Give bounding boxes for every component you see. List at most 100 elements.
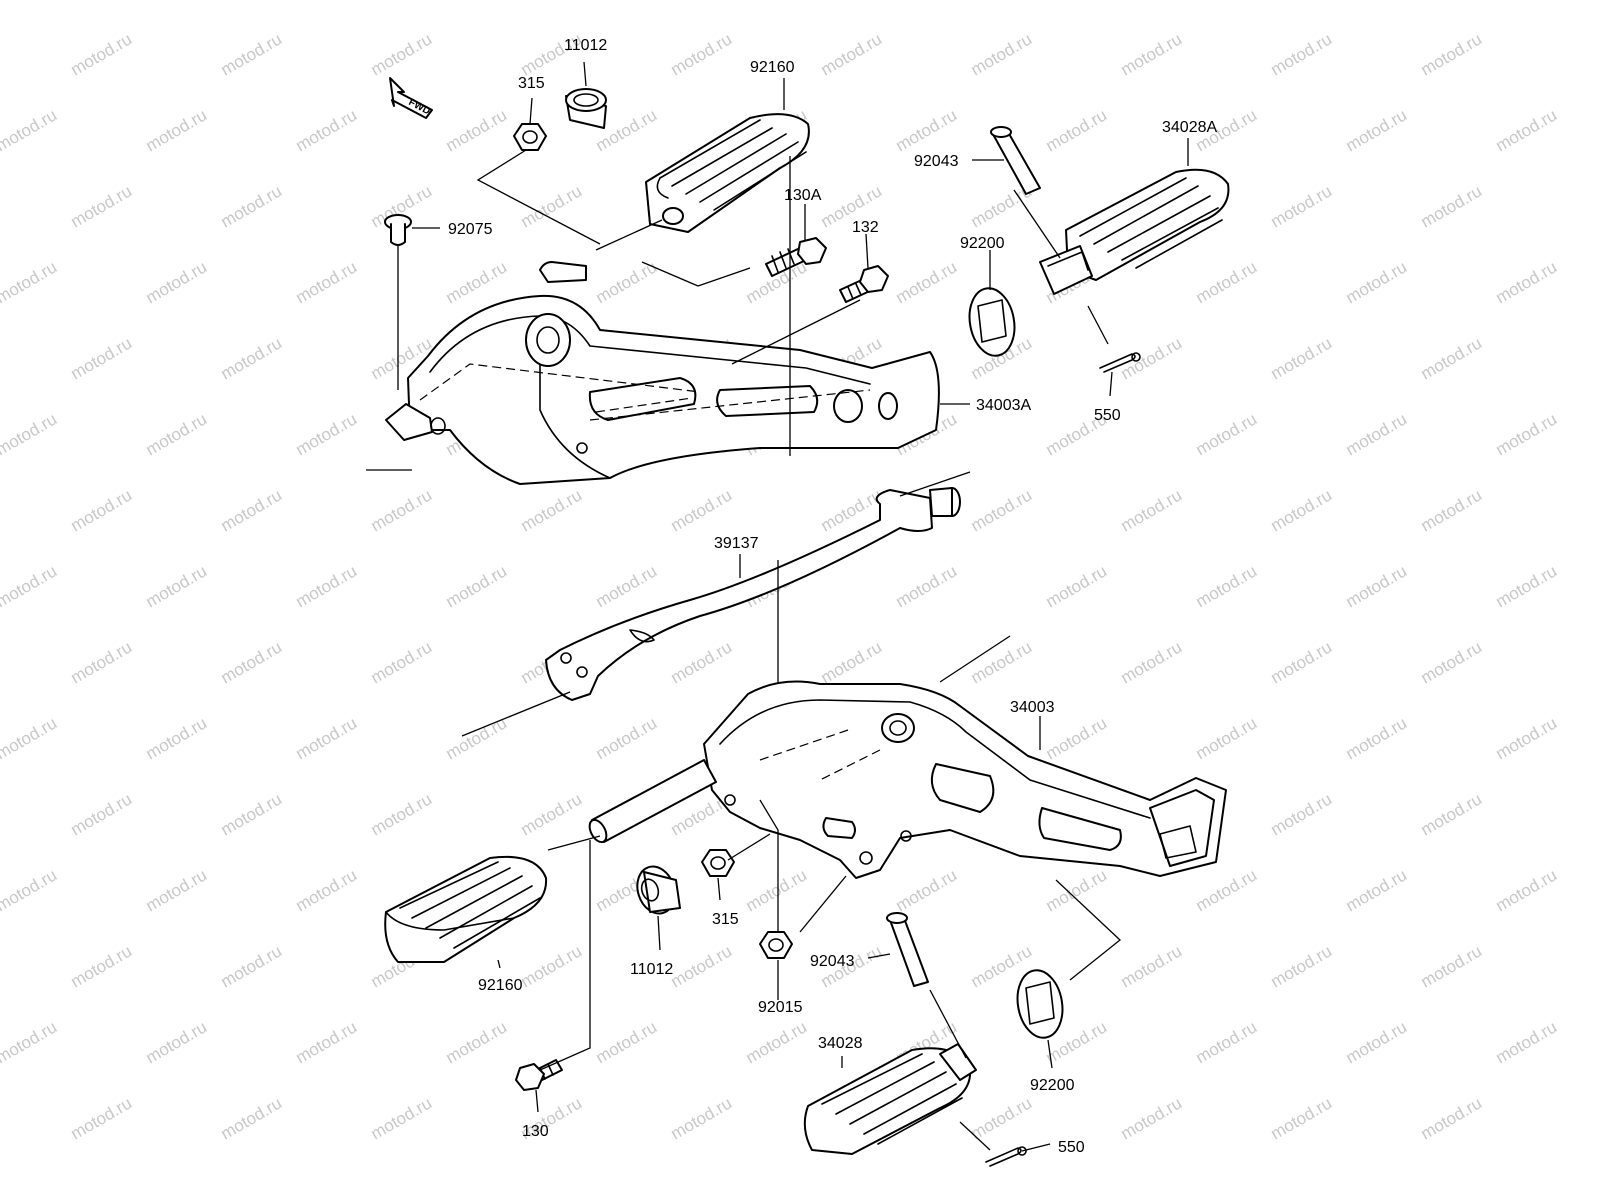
watermark-text: motod.ru	[668, 29, 736, 79]
watermark-text: motod.ru	[1343, 865, 1411, 915]
bracket-34003[interactable]	[586, 680, 1227, 879]
watermark-text: motod.ru	[1268, 1093, 1336, 1143]
watermark-text: motod.ru	[1493, 105, 1561, 155]
callout-130A[interactable]: 130A	[784, 187, 822, 204]
bolt-130[interactable]	[515, 1059, 563, 1091]
watermark-text: motod.ru	[1418, 485, 1486, 535]
watermark-text: motod.ru	[293, 713, 361, 763]
leader-lines	[366, 61, 1189, 1152]
callout-92200-bottom[interactable]: 92200	[1030, 1077, 1075, 1094]
watermark-text: motod.ru	[143, 409, 211, 459]
watermark-text: motod.ru	[1343, 409, 1411, 459]
watermark-text: motod.ru	[0, 257, 60, 307]
callout-315-top[interactable]: 315	[518, 75, 545, 92]
callout-39137[interactable]: 39137	[714, 535, 759, 552]
watermark-text: motod.ru	[968, 485, 1036, 535]
pin-92043-top[interactable]	[990, 126, 1041, 195]
watermark-text: motod.ru	[1418, 789, 1486, 839]
callout-132[interactable]: 132	[852, 219, 879, 236]
callout-34028[interactable]: 34028	[818, 1035, 863, 1052]
callout-92200-top[interactable]: 92200	[960, 235, 1005, 252]
watermark-text: motod.ru	[893, 865, 961, 915]
watermark-text: motod.ru	[1118, 1093, 1186, 1143]
watermark-text: motod.ru	[518, 485, 586, 535]
callout-92160-top[interactable]: 92160	[750, 59, 795, 76]
callout-130[interactable]: 130	[522, 1123, 549, 1140]
bolt-132[interactable]	[839, 265, 889, 303]
watermark-text: motod.ru	[218, 1093, 286, 1143]
callout-11012-top[interactable]: 11012	[564, 37, 607, 54]
watermark-text: motod.ru	[1193, 257, 1261, 307]
watermark-text: motod.ru	[1118, 333, 1186, 383]
cotter-pin-550-bottom[interactable]	[985, 1146, 1027, 1167]
watermark-text: motod.ru	[1118, 941, 1186, 991]
watermark-text: motod.ru	[1043, 105, 1111, 155]
callout-92043-top[interactable]: 92043	[914, 153, 959, 170]
watermark-text: motod.ru	[1268, 333, 1336, 383]
watermark-text: motod.ru	[368, 1093, 436, 1143]
washer-92200-top[interactable]	[964, 285, 1019, 360]
fwd-arrow-icon: FWD	[389, 77, 433, 119]
grommet-11012-bottom[interactable]	[631, 862, 681, 919]
watermark-text: motod.ru	[1268, 941, 1336, 991]
stopper-92075[interactable]	[384, 214, 412, 246]
callout-34028A[interactable]: 34028A	[1162, 119, 1217, 136]
callout-550-bottom[interactable]: 550	[1058, 1139, 1085, 1156]
callout-11012-bottom[interactable]: 11012	[630, 961, 673, 978]
cotter-pin-550-top[interactable]	[1099, 352, 1141, 373]
watermark-text: motod.ru	[1418, 181, 1486, 231]
watermark-text: motod.ru	[1193, 713, 1261, 763]
watermark-text: motod.ru	[1343, 561, 1411, 611]
watermark-text: motod.ru	[143, 105, 211, 155]
watermark-text: motod.ru	[368, 485, 436, 535]
callout-550-top[interactable]: 550	[1094, 407, 1121, 424]
watermark-text: motod.ru	[818, 637, 886, 687]
watermark-text: motod.ru	[0, 561, 60, 611]
callout-34003A[interactable]: 34003A	[976, 397, 1031, 414]
footpeg-rubber-92160-bottom[interactable]	[384, 855, 548, 963]
footpeg-rubber-92160-top[interactable]	[645, 113, 810, 233]
washer-92200-bottom[interactable]	[1012, 967, 1067, 1042]
watermark-text: motod.ru	[1118, 29, 1186, 79]
watermark-text: motod.ru	[368, 789, 436, 839]
watermark-text: motod.ru	[143, 1017, 211, 1067]
watermark-text: motod.ru	[1193, 409, 1261, 459]
watermark-text: motod.ru	[443, 561, 511, 611]
watermark-text: motod.ru	[443, 105, 511, 155]
watermark-text: motod.ru	[218, 333, 286, 383]
watermark-text: motod.ru	[368, 29, 436, 79]
footpeg-34028A[interactable]	[1039, 168, 1230, 295]
pin-92043-bottom[interactable]	[886, 912, 929, 987]
rod-39137[interactable]	[545, 487, 961, 701]
watermark-text: motod.ru	[68, 637, 136, 687]
watermark-text: motod.ru	[668, 941, 736, 991]
callout-92075[interactable]: 92075	[448, 221, 493, 238]
watermark-text: motod.ru	[0, 409, 60, 459]
watermark-text: motod.ru	[1493, 409, 1561, 459]
watermark-text: motod.ru	[1268, 485, 1336, 535]
watermark-text: motod.ru	[968, 1093, 1036, 1143]
bolt-130A[interactable]	[765, 237, 827, 277]
nut-315-bottom[interactable]	[701, 849, 735, 877]
watermark-text: motod.ru	[68, 1093, 136, 1143]
callout-315-bottom[interactable]: 315	[712, 911, 739, 928]
nut-315-top[interactable]	[513, 123, 547, 151]
watermark-text: motod.ru	[893, 561, 961, 611]
nut-92015[interactable]	[759, 931, 793, 959]
watermark-text: motod.ru	[293, 257, 361, 307]
callout-92043-bottom[interactable]: 92043	[810, 953, 855, 970]
watermark-text: motod.ru	[218, 789, 286, 839]
watermark-text: motod.ru	[968, 637, 1036, 687]
callout-92160-bottom[interactable]: 92160	[478, 977, 523, 994]
watermark-text: motod.ru	[1493, 561, 1561, 611]
watermark-text: motod.ru	[68, 941, 136, 991]
footpeg-34028[interactable]	[803, 1043, 977, 1155]
callout-34003[interactable]: 34003	[1010, 699, 1055, 716]
watermark-text: motod.ru	[1418, 941, 1486, 991]
watermark-text: motod.ru	[1343, 1017, 1411, 1067]
watermark-text: motod.ru	[68, 333, 136, 383]
grommet-11012-top[interactable]	[565, 88, 607, 129]
callout-92015[interactable]: 92015	[758, 999, 803, 1016]
callout-labels: 11012 315 92160 92075 130A 132 92043 340…	[448, 37, 1217, 1156]
watermark-text: motod.ru	[743, 1017, 811, 1067]
